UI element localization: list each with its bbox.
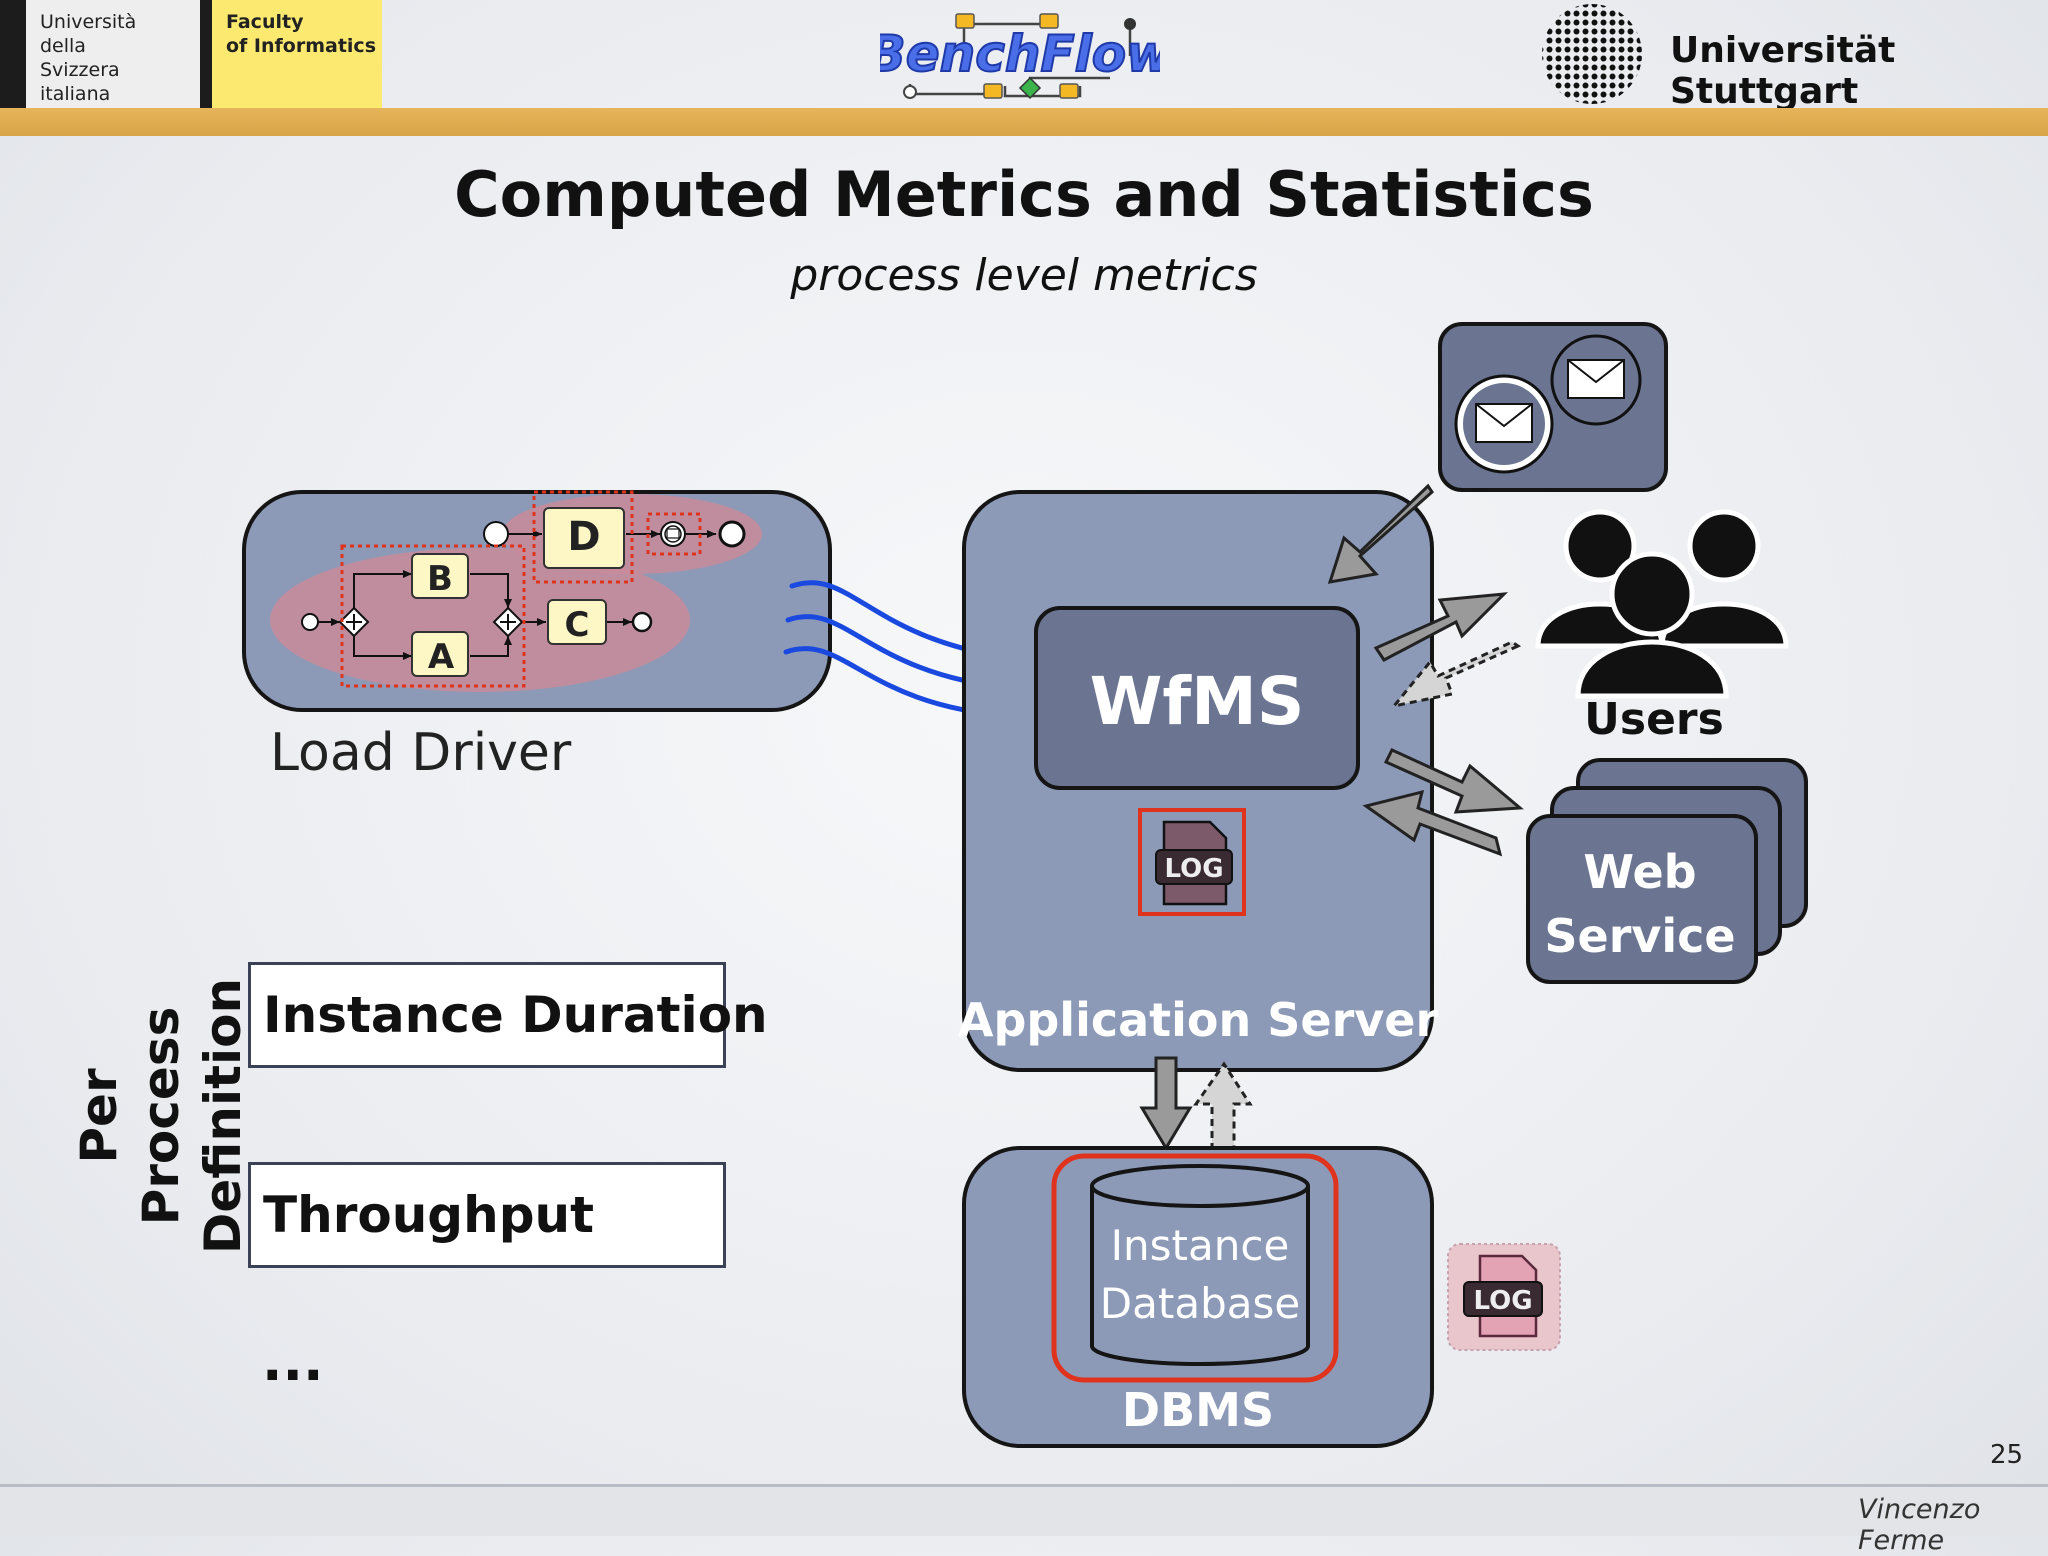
web-service-card-front [1526, 814, 1758, 984]
metric-instance-duration: Instance Duration [248, 962, 768, 1068]
database-label-line2: Database [1100, 1279, 1300, 1328]
bpmn-start-event-icon [483, 521, 509, 547]
process-highlight-main [270, 548, 690, 692]
db-log-file-icon: LOG [1463, 1254, 1543, 1338]
task-d: D [543, 507, 625, 569]
task-d-label: D [567, 514, 600, 560]
benchflow-wordmark: BenchFlow [880, 25, 1160, 83]
footer [0, 1487, 2048, 1536]
slide-subtitle: process level metrics [790, 250, 1258, 301]
arrow-dbms-to-appserver-dashed [1193, 1061, 1253, 1152]
task-b-label: B [427, 559, 453, 599]
per-process-label: Per Process Definition [70, 977, 252, 1255]
benchflow-block-icon [1039, 13, 1059, 29]
wfms-box [1034, 606, 1360, 790]
wfms-label: WfMS [1090, 663, 1305, 740]
page-number: 25 [1990, 1440, 2024, 1470]
task-a-label: A [428, 637, 455, 677]
metric-throughput: Throughput [248, 1162, 726, 1268]
arrow-users-to-wfms-dashed [1390, 640, 1522, 709]
selection-parallel-block [340, 544, 526, 688]
selection-message-event [646, 512, 702, 556]
bpmn-end-event-icon [718, 520, 746, 548]
task-b: B [411, 553, 469, 599]
university-name: Universität Stuttgart [1670, 30, 1896, 112]
instance-database-icon [1090, 1164, 1310, 1366]
faculty-logo: Faculty of Informatics [200, 0, 382, 108]
arrow-appserver-to-dbms [1139, 1056, 1193, 1151]
db-log-label: LOG [1473, 1286, 1532, 1316]
bpmn-end-event-icon [631, 611, 653, 633]
dbms-label: DBMS [1122, 1383, 1274, 1437]
database-highlight [1051, 1153, 1339, 1383]
selection-task-d [532, 490, 634, 584]
task-a: A [411, 631, 469, 677]
usi-logo: Università della Svizzera italiana [0, 0, 200, 108]
faculty-name: Faculty of Informatics [226, 11, 377, 57]
footer-divider [0, 1484, 2048, 1487]
arrow-wfms-to-webservice [1383, 748, 1524, 814]
users-label: Users [1584, 694, 1724, 745]
usi-logo-bar [0, 0, 26, 108]
log-label: LOG [1164, 854, 1223, 884]
database-label-line1: Instance [1111, 1221, 1290, 1270]
arrow-messages-to-wfms [1327, 483, 1434, 584]
benchflow-logo: BenchFlow [880, 13, 1160, 100]
more-metrics-ellipsis: ... [262, 1330, 324, 1393]
log-file-icon: LOG [1155, 820, 1233, 906]
web-service-label-line1: Web [1583, 845, 1696, 899]
load-driver-label: Load Driver [270, 723, 572, 783]
faculty-logo-bar [200, 0, 212, 108]
author-name: Vincenzo Ferme [1858, 1494, 1981, 1556]
task-c-label: C [565, 605, 590, 645]
arrow-webservice-to-wfms [1362, 789, 1503, 857]
users-icon [1535, 509, 1789, 699]
benchflow-block-icon [955, 13, 975, 29]
benchflow-diamond-icon [1018, 76, 1042, 100]
stuttgart-logo-icon [1542, 4, 1642, 104]
grey-arrows [1139, 483, 1524, 1151]
log-highlight [1138, 808, 1246, 916]
web-service-label-line2: Service [1544, 909, 1735, 963]
benchflow-block-icon [1059, 83, 1079, 99]
application-server-label: Application Server [958, 993, 1439, 1047]
slide-title: Computed Metrics and Statistics [454, 158, 1594, 231]
bpmn-start-event-icon [301, 613, 319, 631]
benchflow-dot-icon [1124, 18, 1136, 30]
benchflow-block-icon [983, 83, 1003, 99]
usi-name: Università della Svizzera italiana [40, 11, 137, 105]
arrow-wfms-to-users [1373, 592, 1509, 662]
benchflow-dot-icon [903, 85, 917, 99]
task-c: C [547, 599, 607, 645]
header-gold-bar [0, 108, 2048, 136]
